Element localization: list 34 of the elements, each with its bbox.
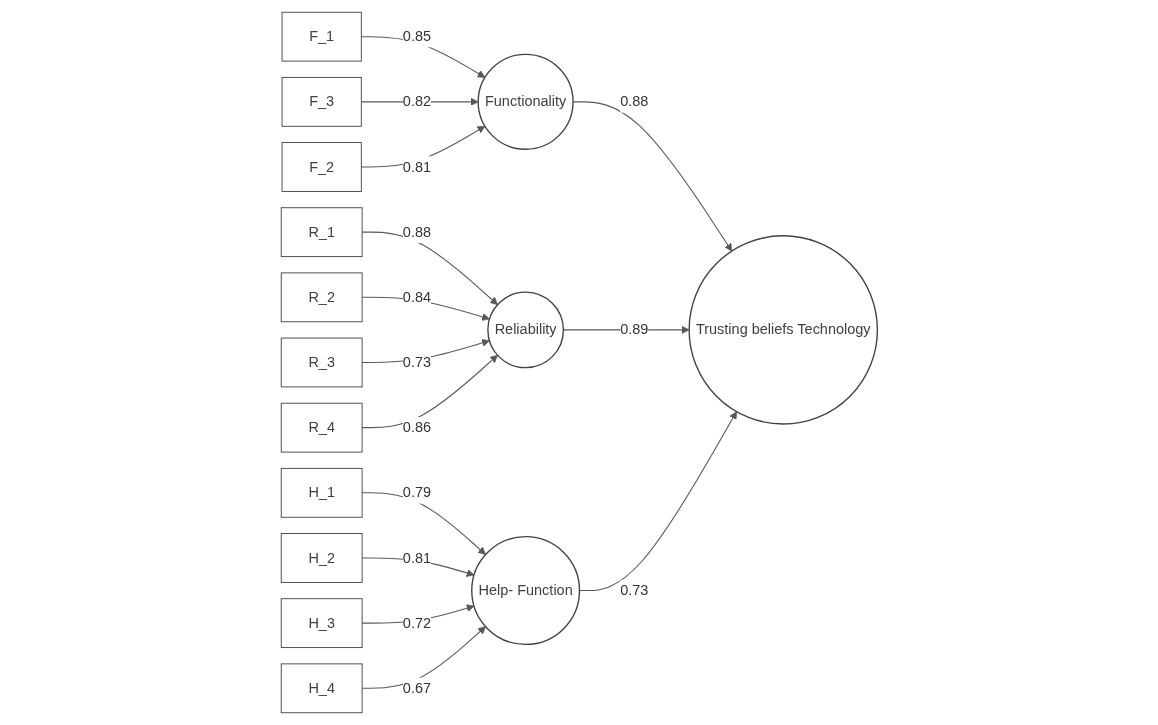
- edge-label: 0.84: [402, 289, 431, 305]
- node-box: H_4: [280, 663, 363, 714]
- node-box: R_2: [280, 272, 363, 323]
- node-box: R_1: [280, 207, 363, 258]
- node-box: H_3: [280, 598, 363, 649]
- edge-label: 0.79: [402, 484, 431, 501]
- edge-label: 0.72: [402, 615, 431, 631]
- node-circle: Help- Function: [470, 536, 580, 646]
- edge-label: 0.88: [619, 93, 649, 110]
- edge-label: 0.67: [402, 680, 431, 696]
- arrow: [361, 231, 498, 305]
- edge-label: 0.81: [402, 549, 431, 566]
- arrow: [361, 626, 486, 689]
- edge-label: 0.73: [619, 582, 649, 598]
- arrow: [361, 354, 498, 429]
- node-box: R_4: [280, 402, 363, 453]
- node-box: F_3: [281, 76, 362, 127]
- node-box: F_1: [281, 11, 362, 62]
- edge-label: 0.86: [402, 419, 431, 435]
- edge-label: 0.85: [402, 28, 431, 44]
- node-box: H_1: [280, 467, 363, 518]
- node-circle: Reliability: [486, 291, 564, 369]
- edge-label: 0.81: [402, 158, 431, 175]
- arrow: [361, 492, 486, 555]
- edge-label: 0.89: [619, 321, 649, 338]
- node-circle: Functionality: [477, 53, 574, 150]
- edge-label: 0.82: [402, 93, 431, 110]
- edge-label: 0.73: [402, 354, 431, 370]
- node-box: R_3: [280, 337, 363, 388]
- node-box: H_2: [280, 533, 363, 583]
- edge-label: 0.88: [402, 224, 431, 240]
- arrow: [572, 101, 732, 252]
- node-circle: Trusting beliefs Technology: [688, 235, 878, 425]
- node-box: F_2: [281, 142, 362, 192]
